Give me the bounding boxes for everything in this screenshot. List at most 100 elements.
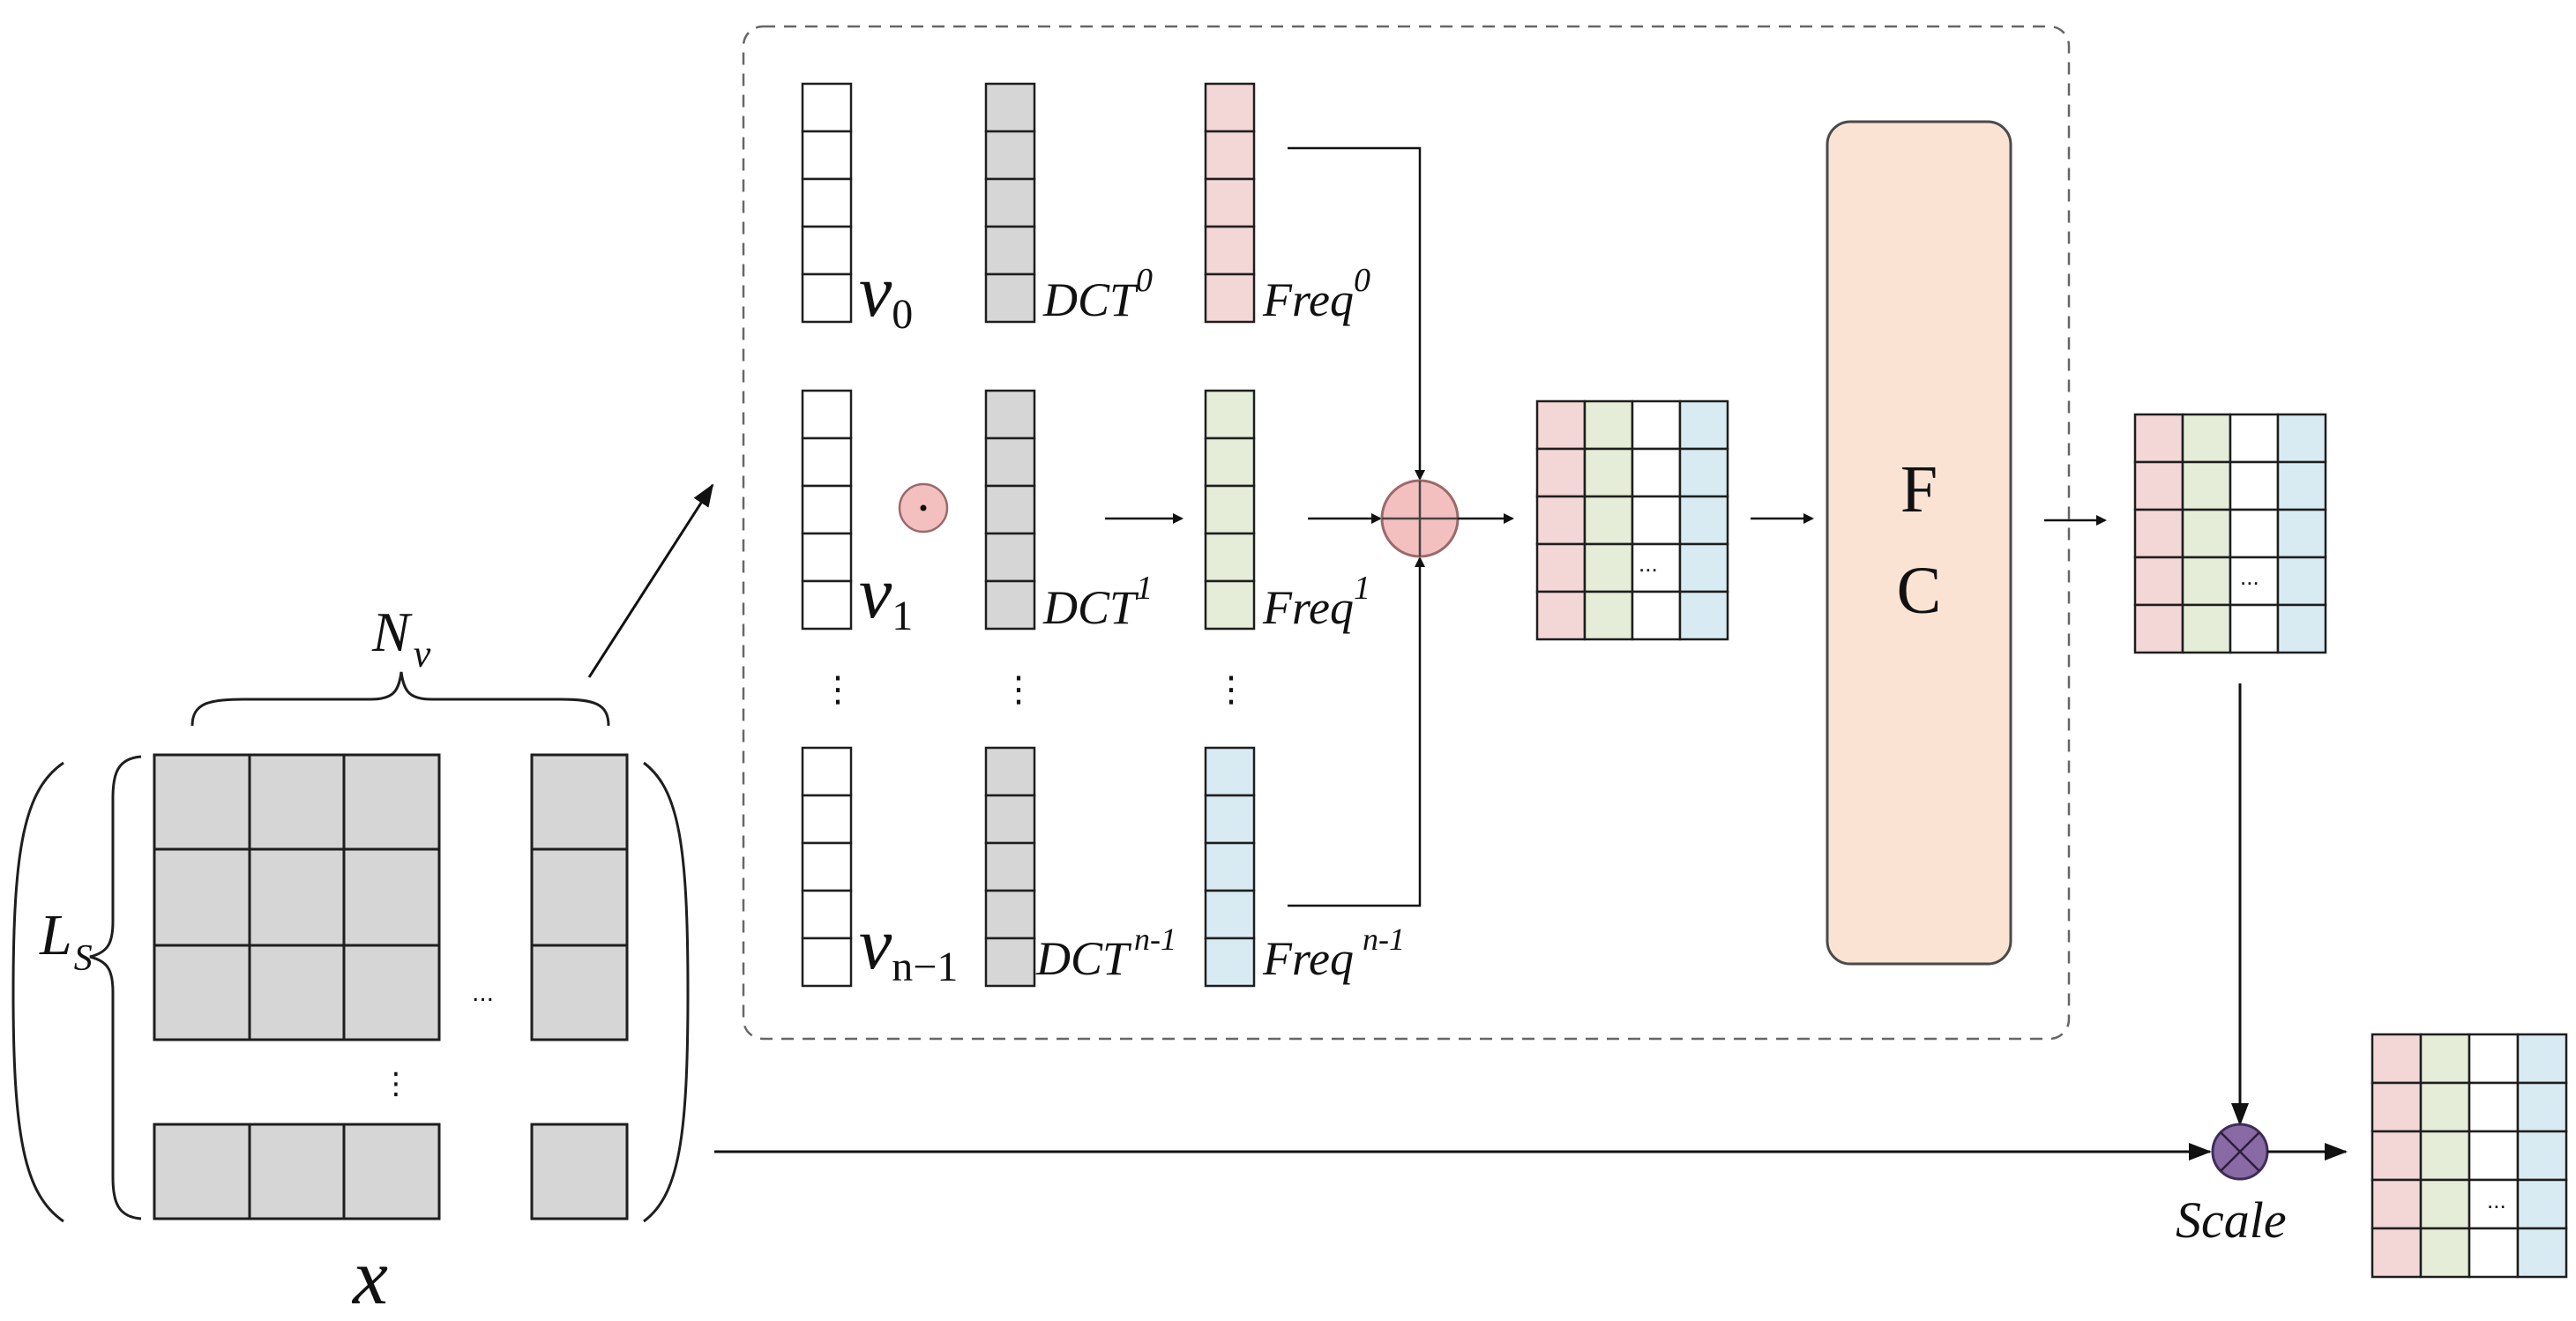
input-matrix-cell: [248, 847, 346, 947]
weights-matrix-cell: [2229, 603, 2280, 654]
dct1-label: DCT1: [1042, 570, 1153, 634]
concat-matrix-cell: [1583, 542, 1634, 593]
concat-matrix-cell: [1631, 399, 1682, 451]
weights-matrix-cell: [2229, 460, 2280, 511]
freqn-vector-cell: [1204, 794, 1256, 845]
weights-matrix-cell: [2276, 413, 2327, 464]
freqn-to-sum-connector: [1288, 556, 1425, 907]
weights-matrix-cell: [2133, 508, 2184, 559]
output-matrix-cell: [2419, 1130, 2471, 1182]
concat-matrix-cell: [1583, 495, 1634, 546]
v-vector-cell: [801, 177, 853, 228]
fc-label-c: C: [1897, 554, 1942, 628]
concat-matrix-cell: [1535, 399, 1587, 451]
freq1-vector-cell: [1204, 389, 1256, 440]
input-row-ellipsis: ...: [472, 978, 494, 1007]
weights-matrix-cell: [2133, 413, 2184, 464]
input-matrix-cell: [342, 847, 441, 947]
cols-brace: [190, 671, 610, 727]
rows-brace: [89, 755, 142, 1220]
v1-label: v1: [859, 552, 913, 639]
concat-matrix-cell: [1583, 447, 1634, 498]
weights-matrix-cell: [2181, 556, 2232, 607]
v-vector-cell: [801, 437, 853, 488]
freq1-vector-cell: [1204, 579, 1256, 631]
freqn-vector-cell: [1204, 746, 1256, 797]
dct-vector-cell: [984, 889, 1036, 940]
concat-matrix-cell: [1631, 495, 1682, 546]
v-vector-cell: [801, 130, 853, 181]
freq1-vector-cell: [1204, 532, 1256, 583]
freq1-vector-cell: [1204, 437, 1256, 488]
input-matrix: [153, 753, 629, 1220]
dct-vector-cell: [984, 937, 1036, 988]
freq0-label: Freq0: [1262, 262, 1370, 326]
weights-matrix-cell: [2181, 603, 2232, 654]
matrix-right-paren: [643, 761, 690, 1223]
input-matrix-cell: [530, 1123, 629, 1220]
weights-matrix-cell: [2181, 508, 2232, 559]
input-matrix-cell: [342, 753, 441, 851]
weights-matrix-cell: [2229, 508, 2280, 559]
output-matrix-cell: [2468, 1033, 2520, 1085]
freq0-vector-cell: [1204, 82, 1256, 133]
dct-vector-cell: [984, 841, 1036, 892]
vdots-freq: ⋮: [1213, 670, 1249, 709]
output-matrix-cell: [2371, 1130, 2423, 1182]
v-vector-cell: [801, 937, 853, 988]
freq1-label: Freq1: [1262, 570, 1370, 634]
rows-label: LS: [39, 903, 93, 979]
input-matrix-cell: [248, 944, 346, 1041]
output-matrix-cell: [2516, 1130, 2568, 1182]
concat-matrix-cell: [1678, 590, 1729, 641]
output-matrix-cell: [2468, 1130, 2520, 1182]
dct0-label: DCT0: [1042, 262, 1153, 326]
vdots-v: ⋮: [820, 670, 855, 709]
output-matrix-cell: [2419, 1227, 2471, 1279]
input-x-label: x: [351, 1234, 388, 1321]
input-matrix-cell: [153, 944, 251, 1041]
v-vector-cell: [801, 746, 853, 797]
input-matrix-cell: [530, 944, 629, 1041]
concat-matrix-cell: [1631, 590, 1682, 641]
circle-times-icon: [2211, 1123, 2269, 1181]
vdots-dct: ⋮: [1001, 670, 1036, 709]
v-vector-cell: [801, 272, 853, 324]
concat-matrix-cell: [1535, 447, 1587, 498]
concat-matrix-cell: [1535, 495, 1587, 546]
dct-vector-cell: [984, 794, 1036, 845]
input-matrix-cell: [342, 1123, 441, 1220]
weights-matrix-cell: [2181, 413, 2232, 464]
weights-matrix-cell: [2133, 603, 2184, 654]
matrix-left-paren: [11, 761, 64, 1223]
input-matrix-cell: [153, 1123, 251, 1220]
weights-matrix-cell: [2181, 460, 2232, 511]
output-matrix-cell: [2371, 1033, 2423, 1085]
output-matrix-cell: [2468, 1081, 2520, 1133]
freqn-vector-cell: [1204, 937, 1256, 988]
dct-vector-cell: [984, 437, 1036, 488]
freqn-vector-cell: [1204, 841, 1256, 892]
freq0-vector-cell: [1204, 177, 1256, 228]
weights-matrix-cell: [2133, 556, 2184, 607]
vector-columns: [801, 82, 1256, 988]
concat-matrix-cell: [1535, 542, 1587, 593]
v-vector-cell: [801, 225, 853, 276]
output-matrix-cell: [2419, 1178, 2471, 1230]
output-matrix-cell: [2516, 1178, 2568, 1230]
output-matrix-cell: [2419, 1033, 2471, 1085]
dct-vector-cell: [984, 532, 1036, 583]
v-vector-cell: [801, 82, 853, 133]
freq0-vector-cell: [1204, 272, 1256, 324]
weights-matrix-cell: [2276, 603, 2327, 654]
output-matrix-cell: [2371, 1081, 2423, 1133]
output-matrix-cell: [2468, 1227, 2520, 1279]
v0-label: v0: [859, 250, 913, 338]
v-vector-cell: [801, 889, 853, 940]
input-to-module-arrow: [587, 483, 714, 678]
input-matrix-cell: [530, 753, 629, 851]
weights-matrix-cell: [2276, 508, 2327, 559]
